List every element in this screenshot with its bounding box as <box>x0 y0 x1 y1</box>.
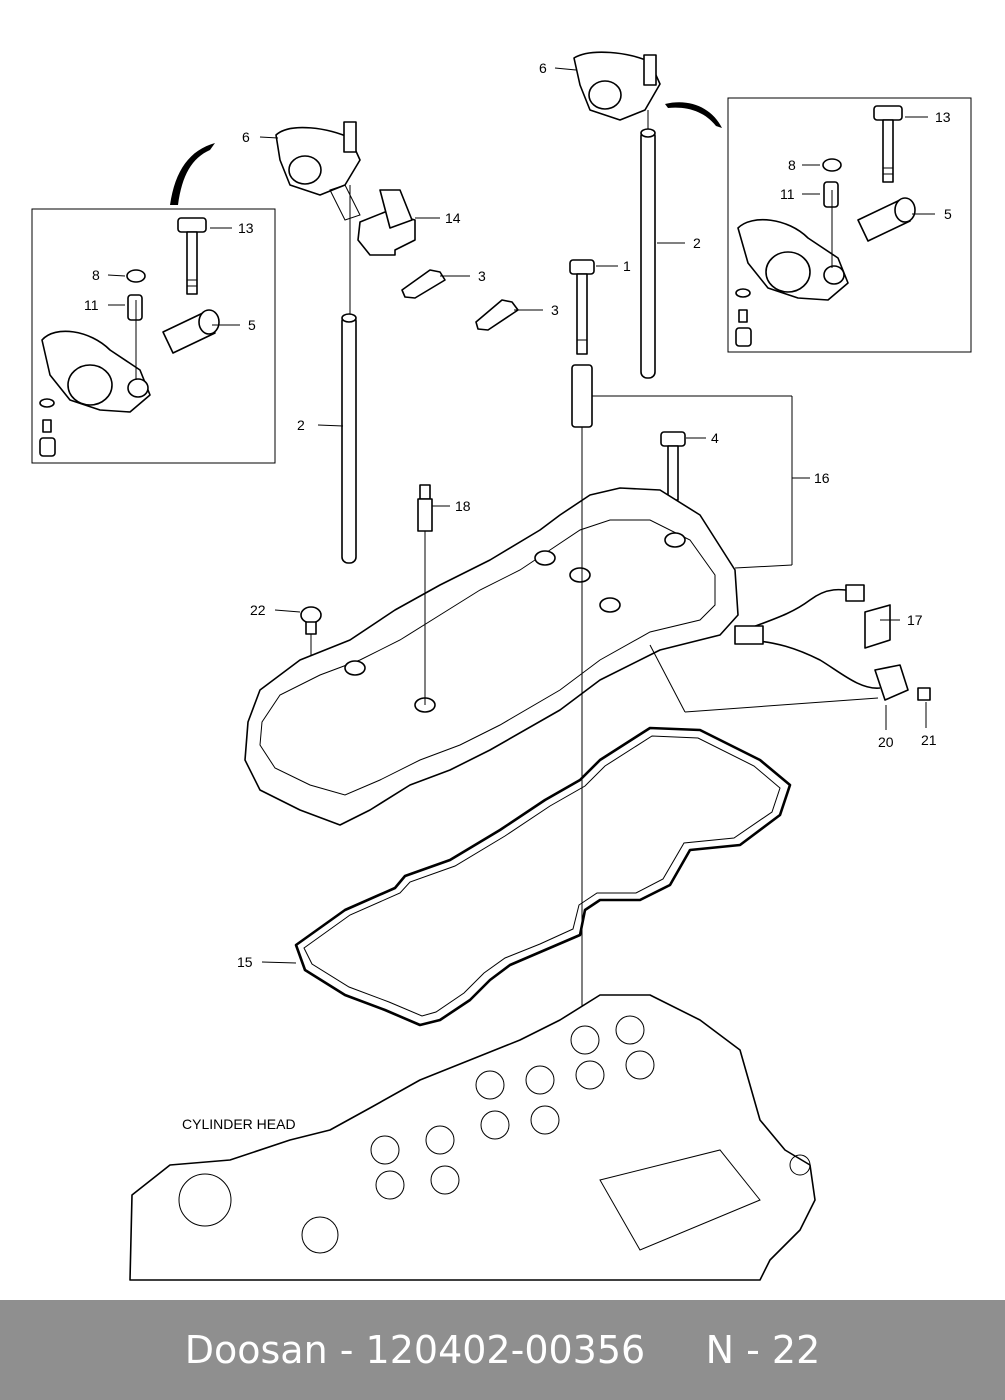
callout-16: 16 <box>814 470 830 486</box>
callout-13-left: 13 <box>238 220 254 236</box>
footer-brand: Doosan <box>184 1328 328 1372</box>
callout-8-right: 8 <box>788 157 796 173</box>
gasket-icon <box>294 726 792 1027</box>
callout-5-left: 5 <box>248 317 256 333</box>
callout-22: 22 <box>250 602 266 618</box>
footer-separator: - <box>327 1328 366 1372</box>
callout-13-right: 13 <box>935 109 951 125</box>
bolt-icon <box>569 259 595 355</box>
callout-2-right: 2 <box>693 235 701 251</box>
bolt-icon <box>660 431 686 501</box>
callout-21: 21 <box>921 732 937 748</box>
nut-icon <box>126 269 146 283</box>
pin-icon <box>738 309 748 323</box>
callout-14: 14 <box>445 210 461 226</box>
rocker-arm-assembly-icon <box>275 121 361 315</box>
cylinder-head-icon <box>129 994 816 1281</box>
sleeve-icon <box>571 364 593 428</box>
exploded-parts-diagram: 6 6 13 13 8 8 11 11 5 5 14 3 3 1 2 2 4 1… <box>31 51 972 1281</box>
right-detail-inset <box>665 97 972 353</box>
push-rod-icon <box>640 128 656 379</box>
cap-icon <box>39 437 56 457</box>
washer-icon <box>735 288 751 298</box>
callout-17: 17 <box>907 612 923 628</box>
callout-5-right: 5 <box>944 206 952 222</box>
valve-bridge-icon <box>401 269 446 299</box>
rocker-shaft-icon <box>857 197 916 242</box>
callout-6-left: 6 <box>242 129 250 145</box>
callout-11-right: 11 <box>780 186 795 202</box>
footer-page: N - 22 <box>705 1328 821 1372</box>
cylinder-head-label: CYLINDER HEAD <box>182 1116 296 1132</box>
adjusting-screw-icon <box>823 181 839 208</box>
bolt-icon <box>873 105 903 183</box>
bolt-icon <box>177 217 207 295</box>
rocker-housing-icon <box>244 427 739 1090</box>
rocker-arm-assembly-icon <box>573 51 661 130</box>
left-detail-inset <box>31 143 276 464</box>
callout-3-lower: 3 <box>551 302 559 318</box>
callout-20: 20 <box>878 734 894 750</box>
callout-11-left: 11 <box>84 297 99 313</box>
footer-part-number: 120402-00356 <box>365 1328 646 1372</box>
cap-icon <box>735 327 752 347</box>
callout-18: 18 <box>455 498 471 514</box>
callout-8-left: 8 <box>92 267 100 283</box>
wiring-harness-icon <box>734 584 931 701</box>
valve-bridge-icon <box>475 299 519 331</box>
push-rod-icon <box>341 313 357 564</box>
bracket-icon <box>329 184 416 256</box>
footer-spacer <box>645 1328 705 1372</box>
callout-4: 4 <box>711 430 719 446</box>
callout-15: 15 <box>237 954 253 970</box>
callout-numbers: 6 6 13 13 8 8 11 11 5 5 14 3 3 1 2 2 4 1… <box>84 60 952 970</box>
adjusting-screw-icon <box>127 294 143 321</box>
callout-3-upper: 3 <box>478 268 486 284</box>
rocker-arm-icon <box>737 218 849 301</box>
rocker-arm-icon <box>41 330 151 413</box>
stud-icon <box>417 484 433 532</box>
callout-1: 1 <box>623 258 631 274</box>
washer-icon <box>39 398 55 408</box>
nut-icon <box>822 158 842 172</box>
footer-bar: Doosan - 120402-00356 N - 22 <box>0 1300 1005 1400</box>
callout-6-right: 6 <box>539 60 547 76</box>
rocker-shaft-icon <box>162 309 220 354</box>
eyelet-icon <box>300 606 322 680</box>
leader-lines <box>107 67 935 964</box>
callout-2-left: 2 <box>297 417 305 433</box>
pin-icon <box>42 419 52 433</box>
